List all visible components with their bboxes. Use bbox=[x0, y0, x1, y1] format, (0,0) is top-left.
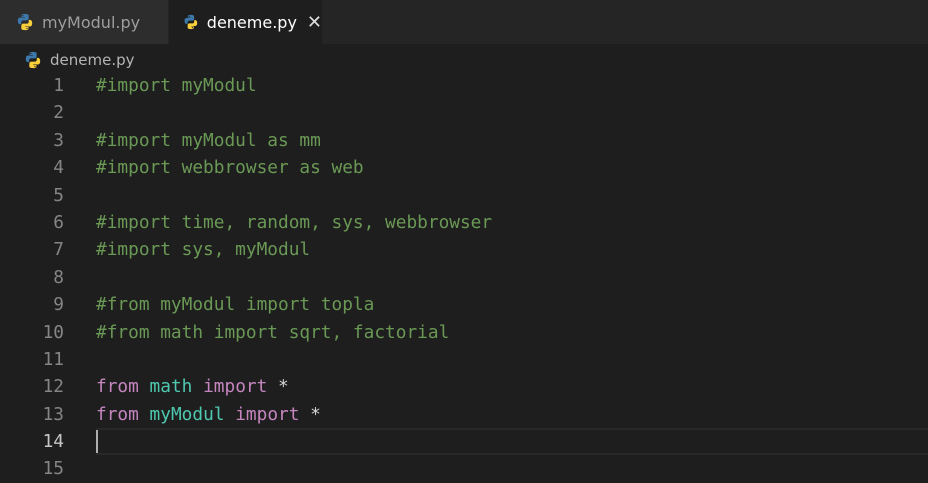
line-number: 7 bbox=[53, 239, 64, 261]
code-line[interactable]: 15 bbox=[0, 455, 928, 482]
token-comment: #import time, random, sys, webbrowser bbox=[96, 211, 493, 233]
code-line[interactable]: 11 bbox=[0, 346, 928, 373]
code-line[interactable]: 9 #from myModul import topla bbox=[0, 291, 928, 318]
tab-label: deneme.py bbox=[206, 12, 297, 32]
tab-deneme[interactable]: deneme.py ✕ bbox=[169, 0, 322, 44]
line-content: #from math import sqrt, factorial bbox=[96, 319, 449, 346]
token-module: math bbox=[149, 376, 193, 398]
token-module: myModul bbox=[149, 403, 225, 425]
line-content: #import myModul bbox=[96, 72, 257, 99]
token-comment: #import myModul as mm bbox=[96, 129, 321, 151]
token-plain bbox=[224, 404, 235, 425]
breadcrumb[interactable]: deneme.py bbox=[24, 49, 135, 71]
code-line[interactable]: 6 #import time, random, sys, webbrowser bbox=[0, 209, 928, 236]
token-keyword: from bbox=[96, 376, 139, 398]
line-number: 14 bbox=[42, 431, 64, 453]
code-line[interactable]: 1 #import myModul bbox=[0, 72, 928, 99]
token-comment: #import webbrowser as web bbox=[96, 157, 364, 179]
line-number: 5 bbox=[53, 184, 64, 206]
token-op: * bbox=[267, 376, 289, 398]
line-content: from myModul import * bbox=[96, 401, 321, 428]
line-content: #from myModul import topla bbox=[96, 291, 374, 318]
tab-mymodul[interactable]: myModul.py bbox=[0, 0, 168, 44]
code-line[interactable]: 14 bbox=[0, 428, 928, 456]
line-number: 6 bbox=[53, 211, 64, 233]
token-plain bbox=[192, 376, 203, 397]
text-cursor bbox=[96, 430, 98, 454]
code-line[interactable]: 4 #import webbrowser as web bbox=[0, 154, 928, 181]
code-line[interactable]: 10 #from math import sqrt, factorial bbox=[0, 319, 928, 346]
code-line[interactable]: 8 bbox=[0, 264, 928, 291]
line-number: 1 bbox=[53, 75, 64, 96]
tab-label: myModul.py bbox=[42, 12, 141, 32]
line-number: 11 bbox=[42, 348, 64, 370]
code-line[interactable]: 12 from math import * bbox=[0, 373, 928, 400]
line-number: 8 bbox=[53, 266, 64, 288]
token-op: * bbox=[299, 403, 321, 425]
token-keyword: import bbox=[235, 403, 300, 425]
python-icon bbox=[16, 13, 34, 31]
line-content: from math import * bbox=[96, 373, 289, 400]
breadcrumb-file: deneme.py bbox=[50, 51, 135, 69]
line-number: 13 bbox=[42, 403, 64, 425]
token-keyword: from bbox=[96, 403, 139, 425]
line-number: 10 bbox=[42, 321, 64, 343]
line-number: 2 bbox=[53, 102, 64, 124]
token-comment: #from myModul import topla bbox=[96, 294, 375, 316]
code-line[interactable]: 13 from myModul import * bbox=[0, 401, 928, 428]
line-content: #import sys, myModul bbox=[96, 236, 310, 263]
line-content: #import time, random, sys, webbrowser bbox=[96, 209, 492, 236]
line-number: 3 bbox=[53, 129, 64, 151]
token-plain bbox=[139, 404, 150, 425]
python-icon bbox=[183, 13, 199, 31]
code-line[interactable]: 7 #import sys, myModul bbox=[0, 236, 928, 263]
tab-bar: myModul.py deneme.py ✕ bbox=[0, 0, 928, 44]
line-number: 9 bbox=[53, 294, 64, 316]
line-content: #import webbrowser as web bbox=[96, 154, 364, 181]
python-icon bbox=[24, 51, 42, 69]
token-keyword: import bbox=[203, 376, 268, 398]
line-number: 15 bbox=[42, 458, 64, 480]
code-line[interactable]: 3 #import myModul as mm bbox=[0, 127, 928, 154]
token-plain bbox=[139, 376, 150, 397]
token-comment: #import sys, myModul bbox=[96, 239, 311, 261]
line-content: #import myModul as mm bbox=[96, 127, 321, 154]
code-line[interactable]: 2 bbox=[0, 99, 928, 126]
code-line[interactable]: 5 bbox=[0, 182, 928, 209]
token-comment: #from math import sqrt, factorial bbox=[96, 321, 450, 343]
close-icon[interactable]: ✕ bbox=[306, 11, 322, 33]
line-number: 4 bbox=[53, 157, 64, 179]
line-number: 12 bbox=[42, 376, 64, 398]
code-editor[interactable]: 1 #import myModul 2 3 #import myModul as mm 4… bbox=[0, 72, 928, 483]
token-comment: #import myModul bbox=[96, 75, 257, 96]
